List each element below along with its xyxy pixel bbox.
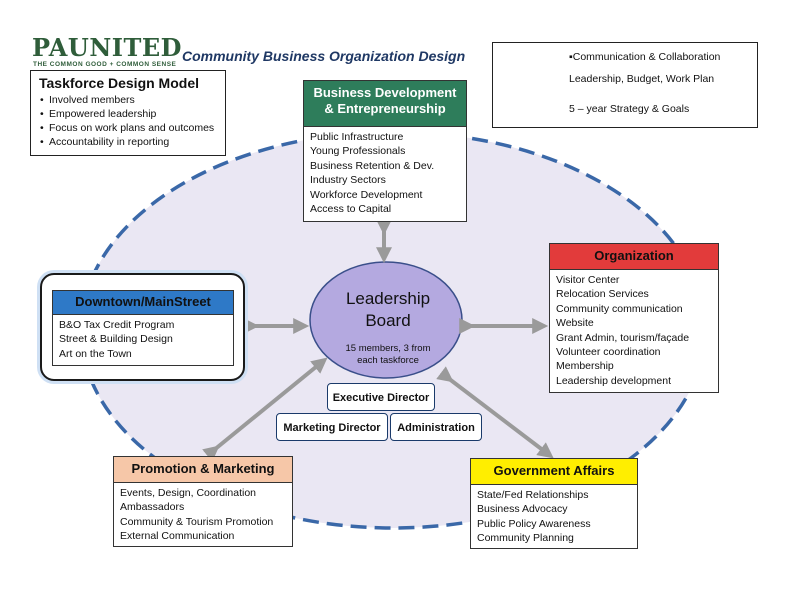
promotion-marketing-box: Promotion & Marketing Events, Design, Co… xyxy=(113,456,293,547)
leadership-board-title-line2: Board xyxy=(365,311,411,330)
list-item: B&O Tax Credit Program xyxy=(59,319,175,331)
marketing-director-box: Marketing Director xyxy=(276,413,388,441)
list-item: External Communication xyxy=(120,530,235,543)
business-development-title-line2: & Entrepreneurship xyxy=(324,101,446,116)
legend-leadership-label: Leadership, Budget, Work Plan xyxy=(569,73,715,85)
design-model-box: Taskforce Design Model Involved members … xyxy=(30,70,226,156)
leadership-board-subtitle-line1: 15 members, 3 from xyxy=(345,343,431,354)
list-item: Leadership development xyxy=(556,374,671,387)
list-item: Volunteer coordination xyxy=(556,346,661,359)
list-item: Young Professionals xyxy=(310,145,406,158)
list-item: Membership xyxy=(556,360,614,373)
list-item: Access to Capital xyxy=(310,203,392,216)
list-item: Industry Sectors xyxy=(310,174,386,187)
business-development-header: Business Development & Entrepreneurship xyxy=(304,81,466,127)
arrow-promo-board xyxy=(202,357,328,462)
list-item: Focus on work plans and outcomes xyxy=(40,121,217,135)
list-item: Website xyxy=(556,317,594,330)
promotion-marketing-list: Events, Design, Coordination Ambassadors… xyxy=(114,483,292,547)
list-item: Relocation Services xyxy=(556,288,649,301)
leadership-board-subtitle: 15 members, 3 from each taskforce xyxy=(322,343,454,367)
organization-box: Organization Visitor Center Relocation S… xyxy=(549,243,719,393)
list-item: Community Planning xyxy=(477,532,574,545)
leadership-arrows xyxy=(202,219,554,462)
organization-list: Visitor Center Relocation Services Commu… xyxy=(550,270,718,391)
list-item: Involved members xyxy=(40,93,217,107)
downtown-box: Downtown/MainStreet B&O Tax Credit Progr… xyxy=(52,290,234,366)
leadership-board-subtitle-line2: each taskforce xyxy=(357,355,419,366)
list-item: Visitor Center xyxy=(556,274,620,286)
list-item: Accountability in reporting xyxy=(40,135,217,149)
design-model-title: Taskforce Design Model xyxy=(39,75,200,91)
business-development-list: Public Infrastructure Young Professional… xyxy=(304,127,466,219)
list-item: Business Advocacy xyxy=(477,503,568,516)
list-item: Workforce Development xyxy=(310,188,423,201)
list-item: Business Retention & Dev. xyxy=(310,159,435,172)
list-item: Empowered leadership xyxy=(40,107,217,121)
arrow-gov-board xyxy=(436,366,554,459)
list-item: Community communication xyxy=(556,302,683,315)
organization-header: Organization xyxy=(550,244,718,270)
leadership-board-title: Leadership Board xyxy=(318,288,458,332)
business-development-box: Business Development & Entrepreneurship … xyxy=(303,80,467,222)
list-item: Events, Design, Coordination xyxy=(120,487,256,499)
list-item: Public Policy Awareness xyxy=(477,517,591,530)
executive-director-box: Executive Director xyxy=(327,383,435,411)
list-item: Grant Admin, tourism/façade xyxy=(556,331,690,344)
logo-tagline: THE COMMON GOOD + COMMON SENSE xyxy=(33,61,177,68)
administration-box: Administration xyxy=(390,413,482,441)
government-affairs-list: State/Fed Relationships Business Advocac… xyxy=(471,485,637,549)
list-item: Street & Building Design xyxy=(59,333,173,346)
downtown-header: Downtown/MainStreet xyxy=(53,291,233,315)
business-development-title-line1: Business Development xyxy=(313,85,457,100)
design-model-list: Involved members Empowered leadership Fo… xyxy=(39,93,217,149)
legend-strategy-label: 5 – year Strategy & Goals xyxy=(569,103,690,115)
list-item: Art on the Town xyxy=(59,347,132,360)
legend-box: ▪Communication & Collaboration Leadershi… xyxy=(492,42,758,128)
list-item: Ambassadors xyxy=(120,501,185,514)
government-affairs-header: Government Affairs xyxy=(471,459,637,485)
page-title: Community Business Organization Design xyxy=(182,48,466,64)
list-item: Community & Tourism Promotion xyxy=(120,515,274,528)
logo: PAUNITED xyxy=(32,33,182,62)
promotion-marketing-header: Promotion & Marketing xyxy=(114,457,292,483)
government-affairs-box: Government Affairs State/Fed Relationshi… xyxy=(470,458,638,549)
downtown-list: B&O Tax Credit Program Street & Building… xyxy=(53,315,233,364)
legend-communication-label: ▪Communication & Collaboration xyxy=(569,51,721,63)
list-item: Public Infrastructure xyxy=(310,131,404,143)
leadership-board-title-line1: Leadership xyxy=(345,289,431,308)
list-item: State/Fed Relationships xyxy=(477,489,589,501)
